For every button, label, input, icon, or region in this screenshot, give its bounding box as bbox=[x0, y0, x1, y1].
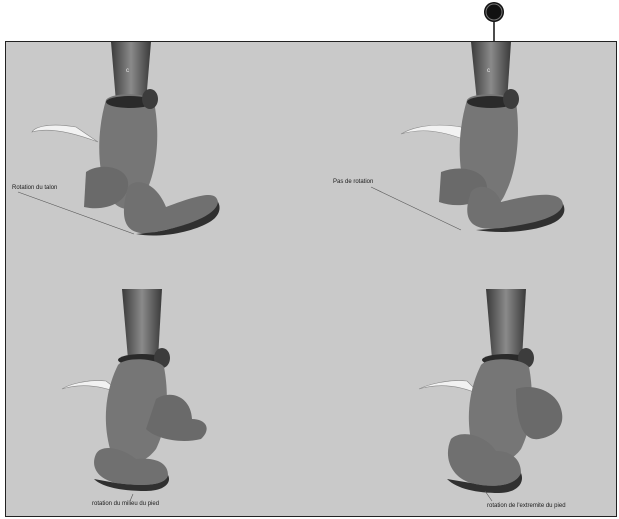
caption-heel-rotation: Rotation du talon bbox=[12, 185, 57, 191]
panel-heel-rotation: c Rotation du talon bbox=[6, 42, 311, 279]
caption-step-rotation: Pas de rotation bbox=[333, 179, 373, 185]
panel-toe-rotation: rotation de l'extremite du pied bbox=[311, 279, 616, 516]
caption-toe-rotation: rotation de l'extremite du pied bbox=[487, 503, 566, 509]
illustration-frame: c Rotation du talon c Pas de rotation bbox=[5, 41, 617, 517]
pointer-line bbox=[130, 494, 133, 501]
panel-step-rotation: c Pas de rotation bbox=[311, 42, 616, 279]
foot-figure-1: c bbox=[6, 42, 311, 279]
foot-figure-4 bbox=[311, 279, 616, 516]
panel-tag-label: c bbox=[487, 68, 490, 74]
foot-figure-3 bbox=[6, 279, 311, 516]
panel-tag-label: c bbox=[126, 68, 129, 74]
panel-midfoot-rotation: rotation du milieu du pied bbox=[6, 279, 311, 516]
top-pin-marker bbox=[0, 0, 619, 45]
foot-figure-2: c bbox=[311, 42, 616, 279]
claw-shape bbox=[32, 125, 98, 142]
caption-midfoot-rotation: rotation du milieu du pied bbox=[92, 501, 159, 507]
